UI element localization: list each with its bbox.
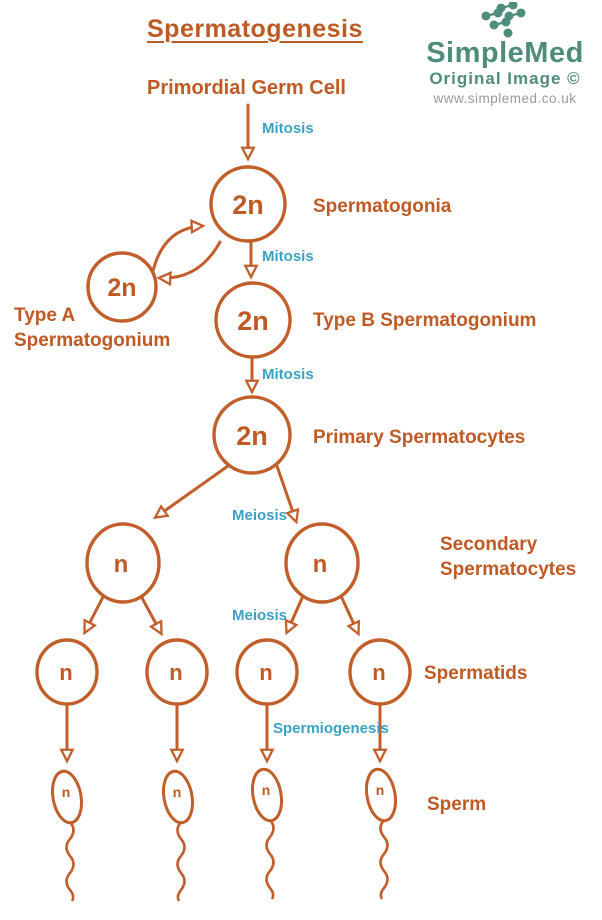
arrow-meiosis2-left-2 — [139, 594, 161, 633]
label-type-a-line1: Type A — [14, 305, 76, 326]
page-title: Spermatogenesis — [147, 15, 363, 43]
label-mitosis-2: Mitosis — [262, 248, 314, 265]
cell-primary-spermatocyte — [212, 395, 292, 475]
ploidy-spermatid-4: n — [372, 660, 385, 685]
cell-secondary-spermatocyte-left — [85, 522, 161, 604]
arrow-meiosis2-left-1 — [85, 593, 106, 632]
arrow-meiosis2-right-2 — [339, 594, 358, 633]
ploidy-sperm-3: n — [262, 782, 271, 798]
ploidy-sperm-2: n — [173, 784, 182, 800]
ploidy-secondary-right: n — [313, 551, 328, 578]
sperm-2: n — [161, 769, 195, 902]
label-spermatogonia: Spermatogonia — [313, 196, 452, 217]
arrow-self-renewal-up — [151, 226, 202, 273]
cell-spermatid-3 — [235, 638, 299, 706]
cell-spermatogonia — [209, 165, 287, 243]
cell-type-b-spermatogonium — [214, 281, 292, 359]
logo-molecule-icon — [481, 2, 526, 38]
sperm-tail — [265, 819, 275, 900]
arrow-meiosis2-right-1 — [287, 594, 305, 632]
label-primordial-germ-cell: Primordial Germ Cell — [147, 77, 346, 99]
label-meiosis-1: Meiosis — [232, 507, 288, 524]
label-secondary-line1: Secondary — [440, 534, 538, 555]
label-type-a-line2: Spermatogonium — [14, 330, 171, 351]
ploidy-sperm-1: n — [62, 784, 71, 800]
ploidy-spermatid-3: n — [259, 660, 272, 685]
cell-secondary-spermatocyte-right — [284, 522, 360, 604]
sperm-1: n — [50, 769, 84, 902]
arrow-meiosis1-left — [156, 464, 230, 517]
label-meiosis-2: Meiosis — [232, 607, 288, 624]
label-spermatids: Spermatids — [424, 663, 528, 684]
ploidy-secondary-left: n — [114, 551, 129, 578]
ploidy-type-a: 2n — [107, 274, 136, 302]
label-spermiogenesis: Spermiogenesis — [273, 720, 389, 737]
sperm-tail — [379, 819, 389, 900]
sperm-group: n n n n — [50, 767, 398, 902]
sperm-3: n — [250, 767, 284, 900]
cell-spermatid-2 — [145, 638, 209, 706]
arrow-self-renewal-down — [160, 240, 222, 278]
ploidy-spermatid-1: n — [59, 660, 72, 685]
ploidy-spermatogonia: 2n — [232, 190, 264, 220]
label-mitosis-3: Mitosis — [262, 366, 314, 383]
label-secondary-spermatocytes: Secondary Spermatocytes — [440, 532, 576, 582]
arrow-meiosis1-right — [275, 464, 296, 521]
ploidy-spermatid-2: n — [169, 660, 182, 685]
sperm-4: n — [364, 767, 398, 900]
label-type-b-spermatogonium: Type B Spermatogonium — [313, 310, 537, 331]
label-type-a-spermatogonium: Type A Spermatogonium — [14, 303, 170, 353]
sperm-tail — [65, 821, 75, 902]
label-primary-spermatocytes: Primary Spermatocytes — [313, 427, 526, 448]
ploidy-primary: 2n — [236, 421, 268, 451]
logo-website: www.simplemed.co.uk — [433, 91, 577, 106]
ploidy-sperm-4: n — [376, 782, 385, 798]
logo-original-image: Original Image © — [429, 69, 581, 88]
label-sperm: Sperm — [427, 794, 487, 815]
ploidy-type-b: 2n — [237, 306, 269, 336]
sperm-tail — [176, 821, 186, 902]
sperm-head — [364, 767, 398, 823]
label-secondary-line2: Spermatocytes — [440, 559, 577, 580]
cell-spermatid-1 — [35, 638, 99, 706]
cell-type-a-spermatogonium — [86, 251, 158, 323]
label-mitosis-1: Mitosis — [262, 120, 314, 137]
sperm-head — [161, 769, 195, 825]
cell-spermatid-4 — [348, 638, 412, 706]
logo-brand: SimpleMed — [426, 37, 584, 69]
simplemed-logo: SimpleMed Original Image © www.simplemed… — [416, 2, 594, 108]
